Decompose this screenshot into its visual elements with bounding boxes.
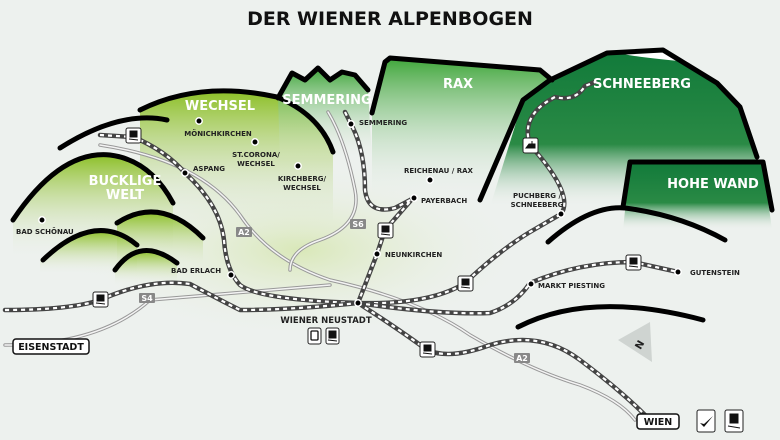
svg-text:A2: A2 [238,228,250,237]
hohe-wand-area [623,162,772,230]
train-icons [92,127,744,433]
svg-text:A2: A2 [516,354,528,363]
station-markt-piesting: MARKT PIESTING [538,282,605,290]
svg-text:WIEN: WIEN [644,417,673,428]
station-bad-schoenau: BAD SCHÖNAU [16,227,74,236]
city-wien: WIEN [636,413,680,430]
hill-area [115,250,177,285]
map-title: DER WIENER ALPENBOGEN [247,8,533,30]
road-shield-a2-east: A2 [514,353,530,363]
station-bad-erlach: BAD ERLACH [171,267,221,275]
bus-icon [307,327,322,345]
station-moenichkirchen: MÖNICHKIRCHEN [184,129,252,138]
hill-area [40,230,137,275]
train-icon [125,127,142,144]
station-kirchberg: KIRCHBERG/ [278,175,327,183]
semmering-area [278,68,372,160]
train-icon [625,254,642,271]
train-icon [457,275,474,292]
station-reichenau: REICHENAU / RAX [404,167,474,175]
road-shield-s4: S4 [139,293,155,303]
svg-text:S4: S4 [141,294,153,303]
north-arrow: N [618,322,652,362]
region-label-bucklige-welt: BUCKLIGE [89,174,162,189]
mountain-ridges [10,47,775,330]
train-icon [325,327,340,345]
region-label-schneeberg: SCHNEEBERG [593,77,691,92]
svg-text:S6: S6 [352,220,364,229]
rax-area [372,58,552,200]
station-payerbach: PAYERBACH [421,197,467,205]
station-aspang: ASPANG [193,165,225,173]
region-label-semmering: SEMMERING [282,93,371,108]
region-label-wechsel: WECHSEL [185,99,255,114]
region-label-hohe-wand: HOHE WAND [667,177,759,192]
train-icon [419,341,436,358]
region-label-rax: RAX [443,77,473,92]
station-puchberg-2: SCHNEEBERG [511,201,564,209]
station-st-corona: ST.CORONA/ [232,151,280,159]
train-icon [724,409,744,433]
airplane-icon [696,409,716,433]
station-puchberg: PUCHBERG / [513,192,562,200]
station-neunkirchen: NEUNKIRCHEN [385,251,442,259]
station-semmering: SEMMERING [359,119,407,127]
schneeberg-area [490,50,757,207]
region-label-bucklige-welt-2: WELT [106,188,144,203]
station-gutenstein: GUTENSTEIN [690,269,740,277]
train-icon [377,222,394,239]
station-kirchberg-2: WECHSEL [283,184,321,192]
city-eisenstadt: EISENSTADT [12,338,90,355]
station-st-corona-2: WECHSEL [237,160,275,168]
train-icon [92,291,109,308]
svg-text:EISENSTADT: EISENSTADT [18,342,84,353]
station-wiener-neustadt: WIENER NEUSTADT [280,316,371,326]
station-dots [38,117,682,307]
road-shield-s6: S6 [350,219,366,229]
cog-railway-icon [522,137,539,154]
road-shield-a2: A2 [236,227,252,237]
